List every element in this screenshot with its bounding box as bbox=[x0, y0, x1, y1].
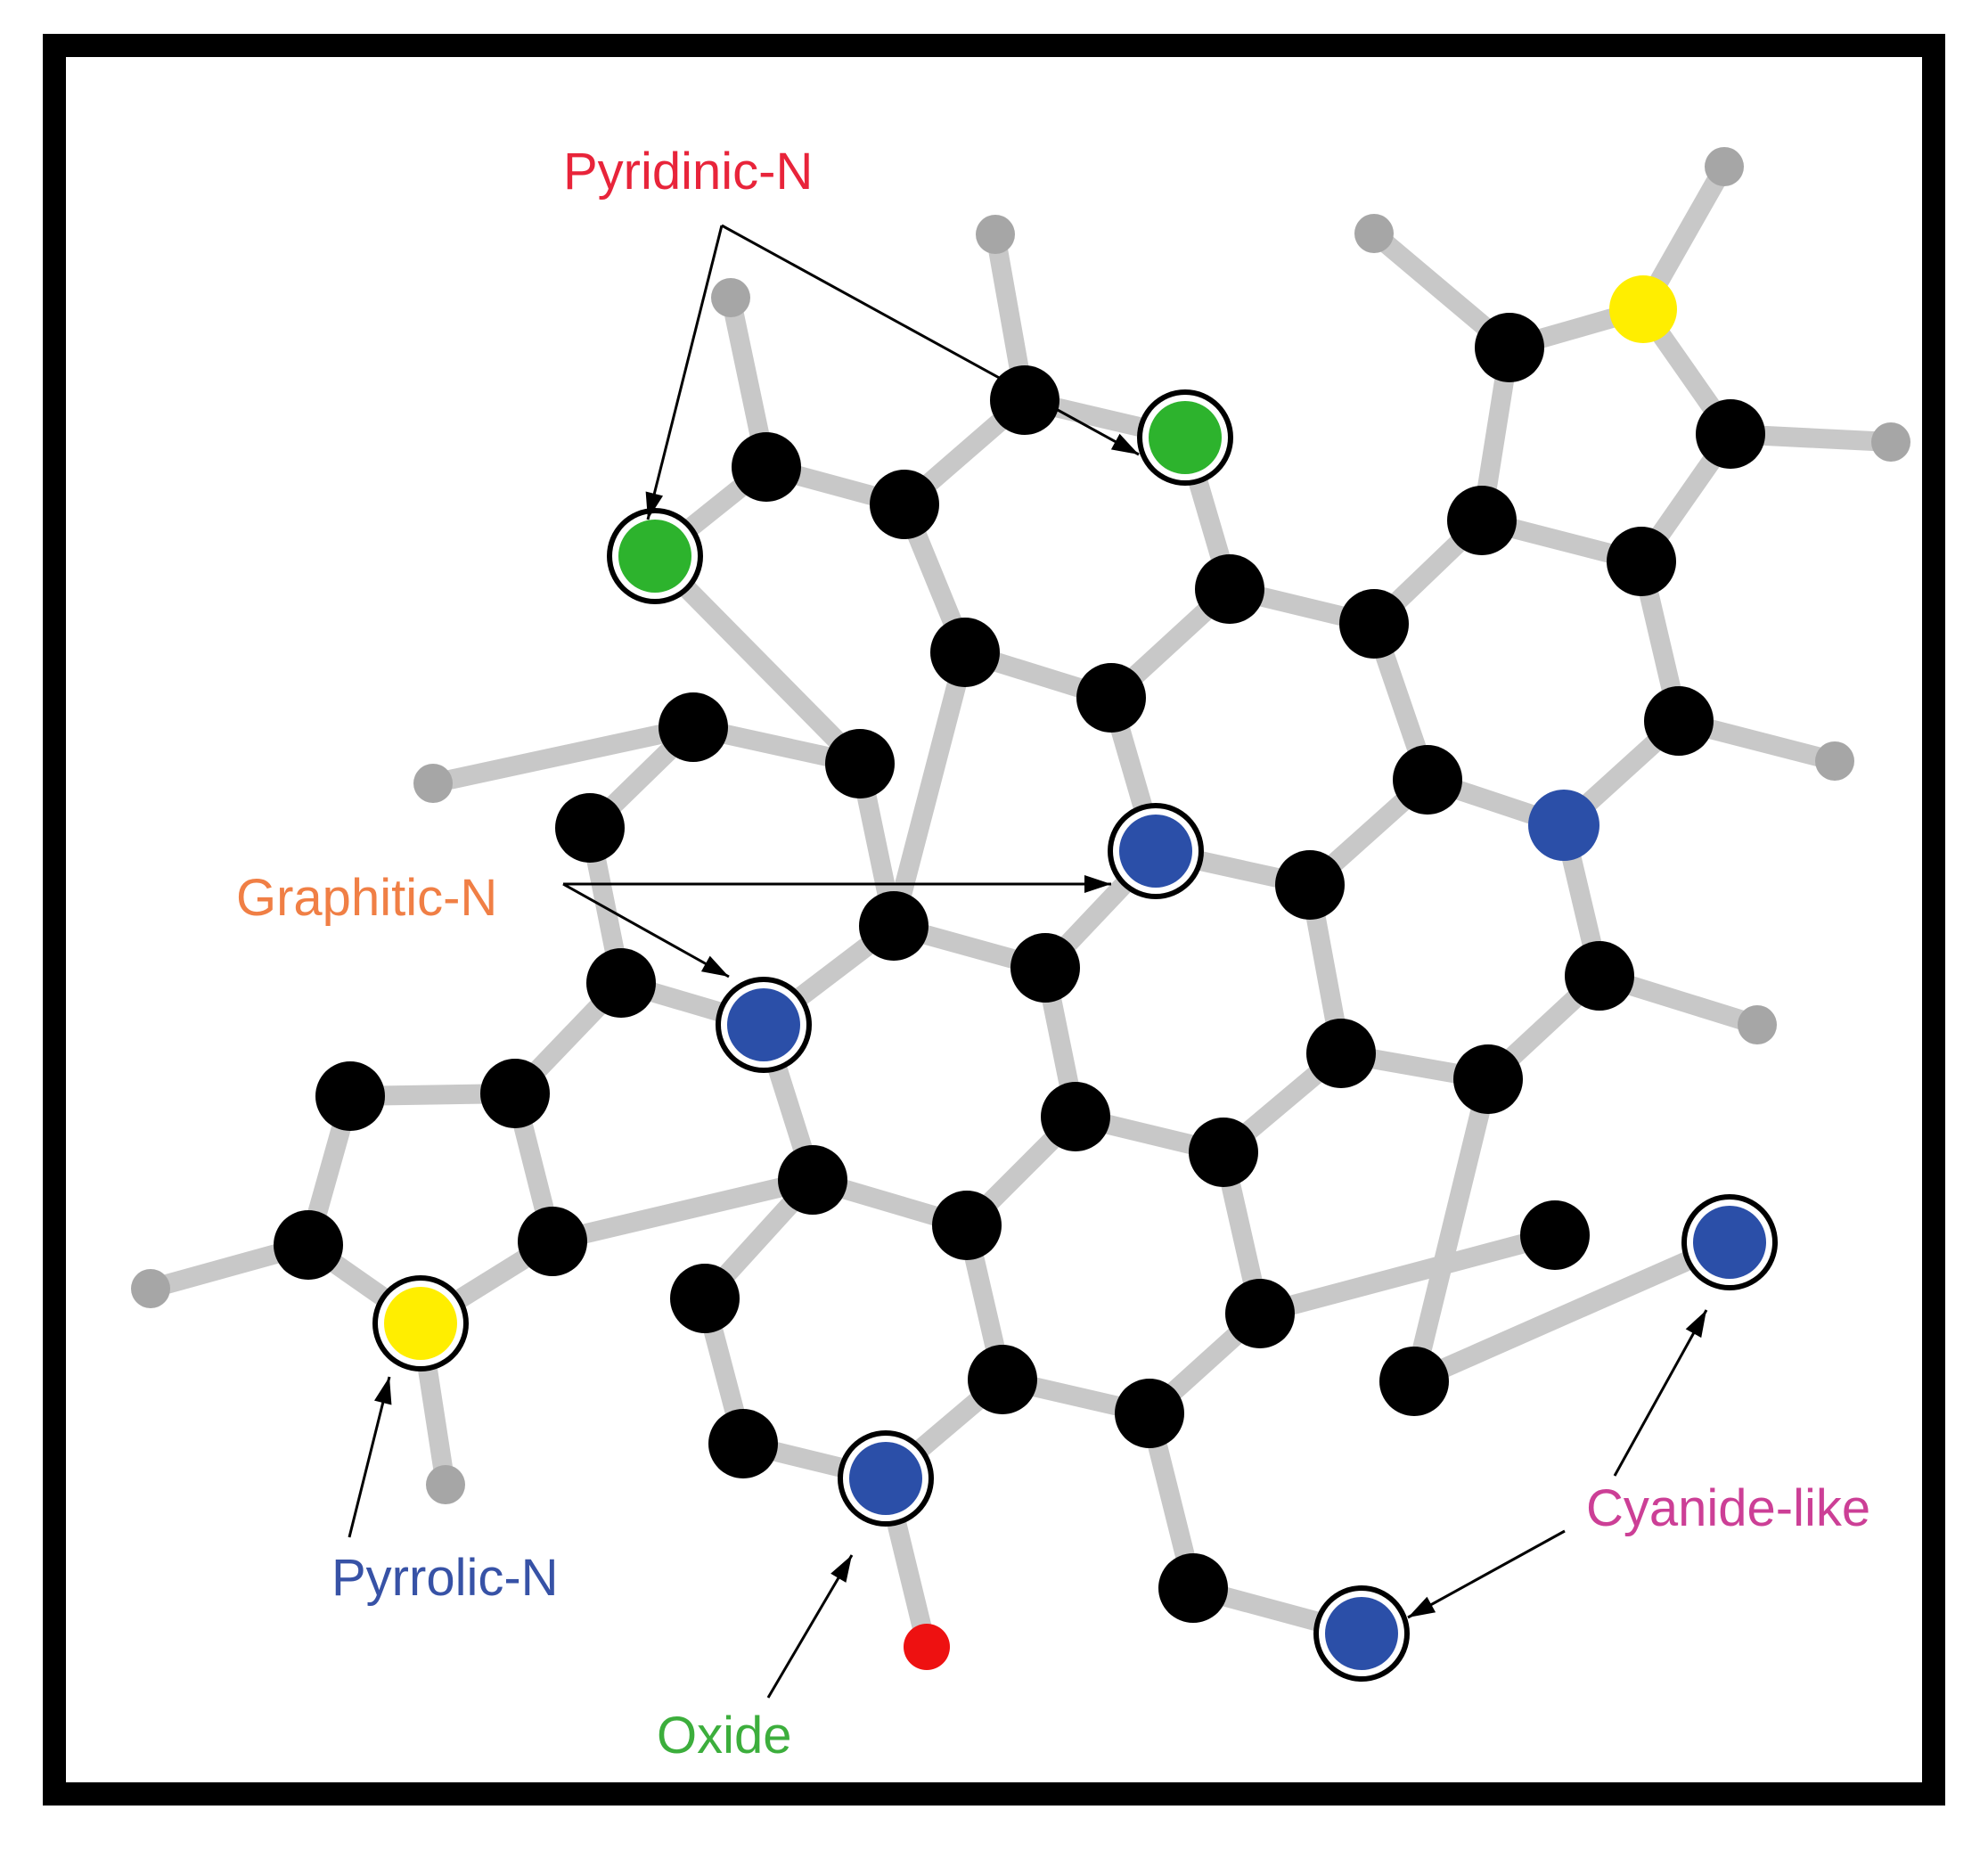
carbon-atom-c3 bbox=[870, 470, 939, 539]
carbon-atom-c22 bbox=[825, 729, 895, 798]
carbon-atom-c16 bbox=[1453, 1044, 1523, 1114]
labels: Pyridinic-N Graphitic-N Pyrrolic-N Oxide… bbox=[236, 143, 1870, 1765]
pyrrolic-arrow bbox=[348, 1376, 392, 1538]
carbon-atom-c4 bbox=[1195, 554, 1264, 624]
cyanide-like-label: Cyanide-like bbox=[1586, 1479, 1870, 1537]
hydrogen-atom-h4 bbox=[1705, 147, 1744, 186]
carbon-atom-c1 bbox=[732, 432, 801, 502]
carbon-atom-c19 bbox=[1041, 1082, 1110, 1151]
carbon-atom-c36 bbox=[1379, 1347, 1449, 1416]
carbon-atom-c37 bbox=[1115, 1379, 1184, 1448]
carbon-atom-c8 bbox=[1447, 486, 1517, 555]
carbon-atom-c30 bbox=[670, 1264, 740, 1333]
carbon-atom-c27 bbox=[315, 1061, 385, 1131]
carbon-atom-c20 bbox=[1010, 933, 1080, 1003]
carbon-atom-c10 bbox=[1696, 399, 1765, 469]
bond-c36-cy1 bbox=[1404, 1232, 1739, 1391]
sulfur-atom-s1 bbox=[1609, 275, 1677, 343]
carbon-atom-c13 bbox=[1393, 745, 1462, 815]
carbon-atom-c33 bbox=[968, 1345, 1037, 1414]
carbon-atom-c34 bbox=[1225, 1279, 1295, 1348]
oxide-arrow bbox=[766, 1554, 854, 1699]
bond-c21-c5 bbox=[884, 643, 975, 936]
hydrogen-atom-h3 bbox=[1354, 214, 1394, 253]
carbon-atom-c38 bbox=[708, 1409, 778, 1478]
carbon-atom-c7 bbox=[1339, 589, 1409, 659]
carbon-atom-c15 bbox=[1565, 941, 1634, 1011]
atoms bbox=[131, 147, 1910, 1682]
pyridinic-arrow-left bbox=[645, 225, 724, 520]
nitrogen-atom-pn bbox=[1528, 790, 1599, 861]
graphitic-arrow-right bbox=[563, 875, 1111, 893]
carbon-atom-c29 bbox=[518, 1207, 587, 1276]
hydrogen-atom-h9 bbox=[131, 1269, 170, 1308]
bond-c31-c29 bbox=[543, 1170, 822, 1251]
nitrogen-atom-cy2 bbox=[1313, 1585, 1410, 1682]
sulfur-atom-s2 bbox=[372, 1275, 469, 1372]
graphitic-arrow-down bbox=[562, 882, 730, 979]
cyanide-arrow-left bbox=[1407, 1529, 1566, 1619]
carbon-atom-c2 bbox=[990, 365, 1059, 435]
bond-c34-c35 bbox=[1250, 1225, 1565, 1323]
carbon-atom-c32 bbox=[932, 1191, 1002, 1260]
oxide-label: Oxide bbox=[657, 1707, 792, 1765]
cyanide-arrow-up bbox=[1613, 1309, 1708, 1477]
hydrogen-atom-h10 bbox=[426, 1465, 465, 1504]
carbon-atom-c23 bbox=[659, 692, 728, 762]
pyrrolic-n-label: Pyrrolic-N bbox=[331, 1549, 559, 1607]
carbon-atom-c11 bbox=[1607, 527, 1676, 596]
bond-c16-c36 bbox=[1404, 1069, 1498, 1391]
pyridinic-n-atom-pyr1 bbox=[607, 508, 703, 604]
nitrogen-atom-gn2 bbox=[716, 977, 812, 1073]
pyridinic-n-label: Pyridinic-N bbox=[563, 143, 813, 201]
hydrogen-atom-h6 bbox=[1815, 741, 1854, 781]
oxygen-atom-o1 bbox=[904, 1624, 950, 1670]
carbon-atom-c28 bbox=[274, 1210, 343, 1280]
graphitic-n-label: Graphitic-N bbox=[236, 869, 497, 927]
carbon-atom-c39 bbox=[1158, 1553, 1228, 1623]
carbon-atom-c6 bbox=[1076, 663, 1146, 733]
hydrogen-atom-h8 bbox=[413, 764, 453, 803]
carbon-atom-c25 bbox=[586, 948, 656, 1018]
pyridinic-arrow-right bbox=[721, 224, 1140, 456]
hydrogen-atom-h2 bbox=[976, 215, 1015, 254]
carbon-atom-c24 bbox=[555, 793, 625, 863]
carbon-atom-c17 bbox=[1306, 1019, 1376, 1088]
carbon-atom-c21 bbox=[859, 891, 929, 961]
arrows bbox=[348, 224, 1708, 1699]
carbon-atom-c9 bbox=[1475, 313, 1544, 382]
hydrogen-atom-h1 bbox=[711, 278, 750, 317]
hydrogen-atom-h5 bbox=[1871, 422, 1910, 462]
nitrogen-atom-gn1 bbox=[1108, 803, 1204, 899]
nitrogen-atom-gn3 bbox=[838, 1430, 934, 1527]
bond-c23-h8 bbox=[423, 717, 703, 793]
carbon-atom-c14 bbox=[1275, 850, 1345, 920]
carbon-atom-c35 bbox=[1520, 1200, 1590, 1270]
carbon-atom-c12 bbox=[1644, 686, 1714, 756]
nitrogen-atom-cy1 bbox=[1681, 1194, 1778, 1290]
pyridinic-n-atom-pyr2 bbox=[1137, 389, 1233, 486]
carbon-atom-c5 bbox=[930, 618, 1000, 687]
carbon-atom-c31 bbox=[778, 1145, 847, 1215]
bond-pyr1-c22 bbox=[645, 546, 870, 774]
hydrogen-atom-h7 bbox=[1738, 1005, 1777, 1044]
carbon-atom-c26 bbox=[480, 1059, 550, 1128]
carbon-atom-c18 bbox=[1189, 1118, 1258, 1187]
